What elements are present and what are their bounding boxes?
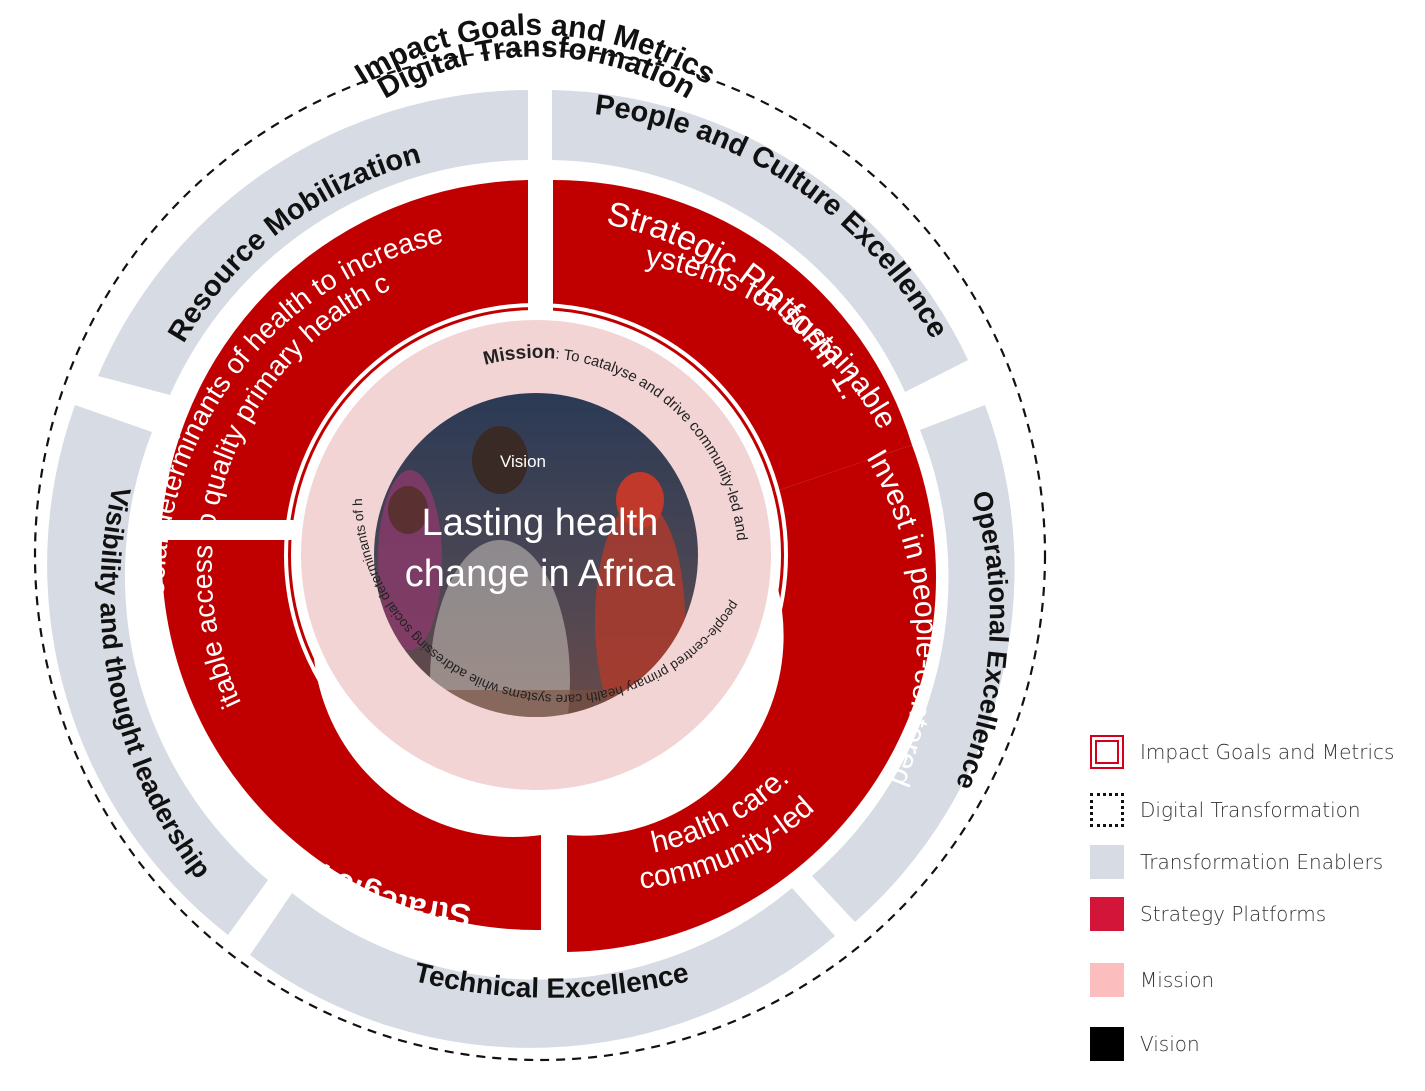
legend-item-mission: Mission (1090, 963, 1214, 997)
enabler-segment-people (552, 90, 968, 392)
platform1-segment-bottom (567, 445, 937, 952)
legend-label: Strategy Platforms (1140, 902, 1327, 926)
vision-line2: change in Africa (405, 553, 676, 595)
legend-swatch-outline-red (1090, 735, 1124, 769)
enabler-segment-technical (250, 888, 835, 1048)
legend-item-digital: Digital Transformation (1090, 793, 1361, 827)
vision-line1: Lasting health (422, 502, 659, 544)
vision-label: Vision (500, 452, 546, 471)
legend-item-enablers: Transformation Enablers (1090, 845, 1383, 879)
legend-swatch-grey (1090, 845, 1124, 879)
legend-label: Impact Goals and Metrics (1140, 740, 1395, 764)
legend-label: Digital Transformation (1140, 798, 1361, 822)
legend-label: Mission (1140, 968, 1215, 992)
enabler-segment-resource (98, 90, 528, 395)
legend-item-vision: Vision (1090, 1027, 1200, 1061)
legend-label: Vision (1140, 1032, 1200, 1056)
legend-item-impact: Impact Goals and Metrics (1090, 735, 1394, 769)
enabler-ring (47, 90, 1015, 1048)
legend-label: Transformation Enablers (1140, 850, 1384, 874)
legend-swatch-pink (1090, 963, 1124, 997)
digital-transformation-ring (33, 48, 1047, 1062)
strategy-ring (161, 179, 937, 952)
legend-item-platforms: Strategy Platforms (1090, 897, 1326, 931)
platform1-segment-top (553, 179, 912, 505)
platform2-segment-bottom (161, 540, 541, 931)
legend-swatch-dotted-black (1090, 793, 1124, 827)
platform2-segment-top (162, 180, 528, 520)
enabler-segment-operational (812, 405, 1015, 922)
legend-swatch-black (1090, 1027, 1124, 1061)
enabler-segment-visibility (47, 405, 268, 935)
legend-swatch-red (1090, 897, 1124, 931)
